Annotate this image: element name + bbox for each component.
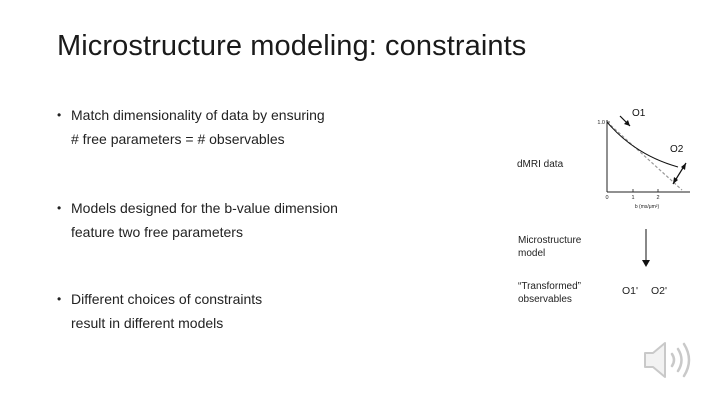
bullet-text-continued: feature two free parameters bbox=[71, 224, 243, 240]
o1-label: O1 bbox=[632, 108, 646, 119]
y-tick-label: 1.0 bbox=[597, 120, 605, 126]
o2-arrowhead bbox=[681, 163, 686, 170]
signal-decay-plot: 1.0 0 1 2 b (ms/μm²) O1 O2 bbox=[597, 108, 690, 210]
slide-title: Microstructure modeling: constraints bbox=[57, 30, 527, 62]
o2-label: O2 bbox=[670, 144, 684, 155]
bullet-text-continued: # free parameters = # observables bbox=[71, 131, 285, 147]
bullet-text: Models designed for the b-value dimensio… bbox=[71, 200, 338, 216]
bullet-text: Match dimensionality of data by ensuring bbox=[71, 107, 325, 123]
bullet-item: • Different choices of constraints resul… bbox=[57, 287, 417, 335]
microstructure-label-line: Microstructure bbox=[518, 235, 582, 246]
microstructure-label-line: model bbox=[518, 248, 546, 259]
bullet-marker: • bbox=[57, 108, 62, 122]
bullet-item: • Match dimensionality of data by ensuri… bbox=[57, 103, 417, 151]
bullet-text: Different choices of constraints bbox=[71, 291, 263, 307]
transformed-label-line: “Transformed” bbox=[518, 281, 581, 292]
o1-arrowhead bbox=[624, 120, 630, 126]
bullet-marker: • bbox=[57, 201, 62, 215]
x-tick-label: 2 bbox=[656, 195, 659, 201]
x-axis-label: b (ms/μm²) bbox=[635, 204, 660, 210]
bullet-text-continued: result in different models bbox=[71, 315, 224, 331]
bullet-marker: • bbox=[57, 292, 62, 306]
o1-prime-label: O1' bbox=[622, 285, 639, 297]
dmri-data-label: dMRI data bbox=[517, 159, 564, 170]
x-tick-label: 0 bbox=[605, 195, 608, 201]
o2-arrowhead bbox=[673, 177, 678, 184]
transformed-label-line: observables bbox=[518, 294, 572, 305]
signal-curve bbox=[606, 121, 679, 168]
speaker-icon[interactable] bbox=[639, 337, 701, 383]
transformed-observables-label: “Transformed” observables bbox=[518, 280, 581, 306]
x-tick-label: 1 bbox=[631, 195, 634, 201]
dashed-reference-line bbox=[606, 121, 683, 191]
o2-prime-label: O2' bbox=[651, 285, 668, 297]
bullet-item: • Models designed for the b-value dimens… bbox=[57, 196, 417, 244]
microstructure-model-label: Microstructure model bbox=[518, 234, 581, 260]
down-arrow-icon bbox=[642, 229, 650, 267]
